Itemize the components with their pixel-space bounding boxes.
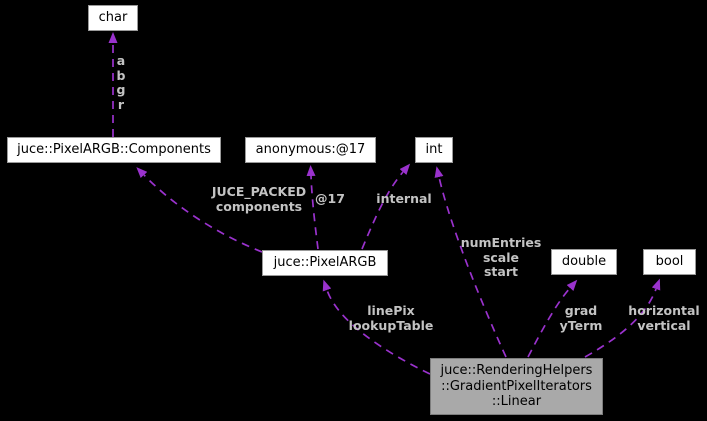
edge-label-line: b (116, 67, 126, 83)
node-pixelargb-label: juce::PixelARGB (273, 255, 377, 271)
edge-label-line: lookupTable (348, 317, 434, 333)
edge-label-line: JUCE_PACKED (211, 184, 307, 199)
edge-pixelargb-to-int (361, 163, 411, 250)
node-pixelargb-components[interactable]: juce::PixelARGB::Components (7, 137, 221, 163)
edge-label-line: horizontal (628, 303, 700, 318)
edge-label-line: a (116, 53, 126, 68)
edge-label-line: internal (376, 191, 432, 206)
edge-label-line: scale (482, 249, 520, 265)
edge-label-line: grad (564, 303, 598, 318)
edge-label-line: vertical (637, 317, 691, 333)
node-bool-label: bool (655, 254, 684, 270)
edge-pixelargb-to-anonymous (306, 165, 319, 250)
edge-linear-to-pixelargb (322, 279, 431, 375)
edge-label-line: yTerm (559, 317, 603, 333)
edge-linear-to-int (434, 166, 507, 358)
edge-label-line: linePix (367, 303, 415, 318)
edge-label-linepix-lookuptable: linePix lookupTable (348, 303, 434, 333)
node-double[interactable]: double (551, 249, 617, 275)
edge-label-numentries-scale-start: numEntries scale start (460, 235, 542, 280)
node-int[interactable]: int (415, 137, 453, 163)
node-pixelargb[interactable]: juce::PixelARGB (262, 250, 388, 276)
edge-label-line: r (117, 96, 125, 112)
edge-linear-to-bool (584, 278, 661, 358)
edge-label-abgr: a b g r (116, 53, 126, 112)
edge-label-juce-packed-components: JUCE_PACKED components (211, 184, 307, 214)
edge-linear-to-double (527, 279, 578, 358)
node-anonymous-17[interactable]: anonymous:@17 (245, 137, 376, 163)
node-linear-line3: ::Linear (491, 394, 542, 410)
node-linear-line1: juce::RenderingHelpers (440, 363, 593, 379)
edge-label-at17: @17 (315, 191, 345, 207)
node-double-label: double (561, 254, 607, 270)
edge-label-line: @17 (315, 191, 345, 206)
edge-label-line: start (483, 264, 518, 279)
node-int-label: int (425, 142, 443, 158)
node-bool[interactable]: bool (643, 249, 696, 275)
node-char[interactable]: char (88, 5, 138, 31)
node-anonymous-17-label: anonymous:@17 (255, 142, 366, 158)
edge-label-line: g (116, 82, 126, 97)
node-pixelargb-components-label: juce::PixelARGB::Components (17, 142, 211, 158)
node-char-label: char (98, 10, 128, 26)
edge-label-line: numEntries (460, 235, 542, 250)
edge-label-line: components (215, 198, 303, 214)
edge-label-internal: internal (376, 191, 432, 207)
edge-label-horizontal-vertical: horizontal vertical (628, 303, 700, 333)
edge-label-grad-yterm: grad yTerm (559, 303, 603, 333)
node-rendering-helpers-linear[interactable]: juce::RenderingHelpers ::GradientPixelIt… (430, 358, 603, 415)
node-linear-line2: ::GradientPixelIterators (441, 378, 592, 394)
